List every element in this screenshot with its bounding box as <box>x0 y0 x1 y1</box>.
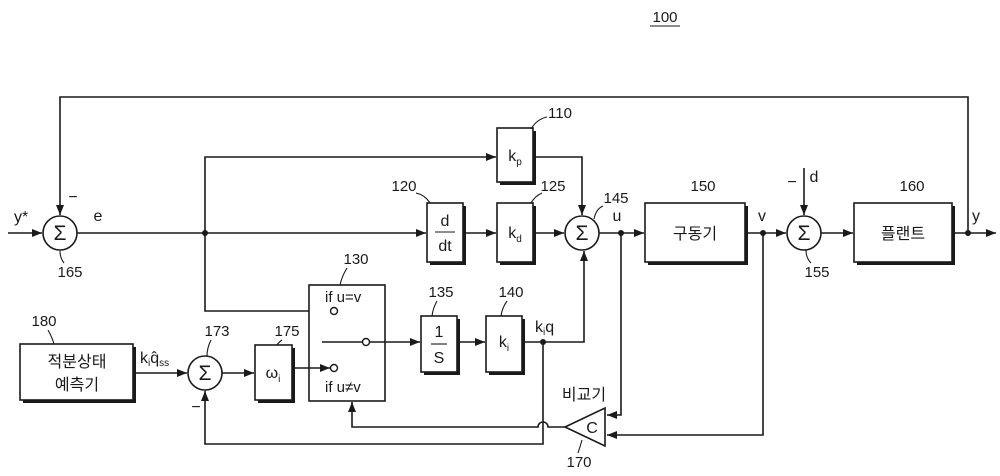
switch-condition-equal: if u=v <box>325 289 362 306</box>
comparator-label: 비교기 <box>562 386 606 404</box>
switch-ref: 130 <box>343 251 368 268</box>
s173-sigma: Σ <box>199 362 212 385</box>
s173-minus-sign: − <box>191 399 200 416</box>
plant-ref: 160 <box>899 178 924 195</box>
derivative-numerator: d <box>441 213 450 230</box>
s165-sigma: Σ <box>54 222 67 245</box>
derivative-leader <box>416 193 430 203</box>
ki-ref: 140 <box>498 284 523 301</box>
comparator-block <box>565 408 605 446</box>
integrator-denominator: S <box>434 350 445 367</box>
derivative-ref: 120 <box>391 178 416 195</box>
comparator-to-switch-line <box>352 402 565 427</box>
switch-contact-top <box>331 308 338 315</box>
u-to-comparator-line <box>607 233 621 415</box>
estimator-label-line1: 적분상태 <box>48 353 107 371</box>
s165-minus-sign: − <box>68 189 77 206</box>
comparator-ref: 170 <box>566 454 591 471</box>
switch-pivot <box>363 339 370 346</box>
s155-sigma: Σ <box>798 222 811 245</box>
kp-leader <box>531 117 547 129</box>
kd-ref: 125 <box>540 178 565 195</box>
estimator-leader <box>48 330 54 344</box>
s145-ref: 145 <box>603 190 628 207</box>
switch-condition-not-equal: if u≠v <box>325 379 361 396</box>
v-label: v <box>758 208 766 225</box>
integrator-numerator: 1 <box>435 324 444 341</box>
s145-leader <box>594 206 603 219</box>
s155-leader <box>806 250 811 263</box>
kiqss-label: kiq̂ss <box>140 350 169 369</box>
s155-ref: 155 <box>804 264 829 281</box>
derivative-denominator: dt <box>438 238 452 255</box>
u-label: u <box>613 208 622 225</box>
comparator-symbol: C <box>586 420 598 437</box>
omega-ref: 175 <box>274 323 299 340</box>
s173-leader <box>207 340 211 356</box>
plant-label: 플랜트 <box>881 225 925 243</box>
integrator-leader <box>432 301 437 316</box>
estimator-ref: 180 <box>31 313 56 330</box>
s173-ref: 173 <box>204 323 229 340</box>
figure-number: 100 <box>652 9 677 26</box>
output-label: y <box>972 208 980 225</box>
driver-ref: 150 <box>690 178 715 195</box>
reference-label: y* <box>14 209 28 226</box>
integrator-ref: 135 <box>428 284 453 301</box>
s165-ref: 165 <box>57 264 82 281</box>
disturbance-label: d <box>810 169 819 186</box>
output-branch-dot <box>965 230 971 236</box>
error-label: e <box>94 208 103 225</box>
s145-sigma: Σ <box>576 222 589 245</box>
switch-leader <box>340 268 347 285</box>
ki-leader <box>501 301 507 316</box>
driver-label: 구동기 <box>673 225 717 243</box>
comparator-leader <box>578 440 582 453</box>
switch-contact-bottom <box>331 365 338 372</box>
kiq-label: kiq <box>535 319 554 338</box>
s165-leader <box>60 251 64 263</box>
estimator-label-line2: 예측기 <box>55 376 99 394</box>
s155-minus-sign: − <box>787 174 796 191</box>
kp-ref: 110 <box>548 105 572 122</box>
